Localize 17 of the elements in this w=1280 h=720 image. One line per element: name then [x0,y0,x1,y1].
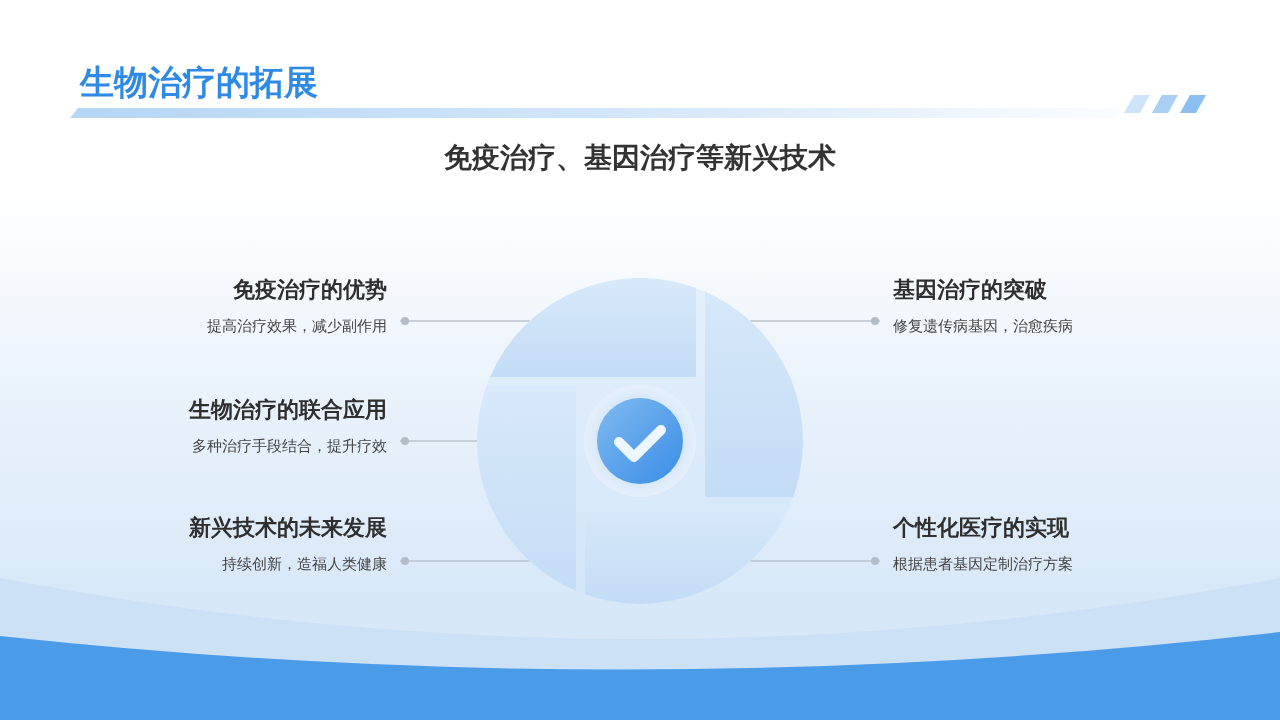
heading: 基因治疗的突破 [893,276,1047,304]
description-text: 多种治疗手段结合，提升疗效 [192,436,387,457]
heading: 新兴技术的未来发展 [189,514,387,542]
description-text: 提高治疗效果，减少副作用 [207,316,387,337]
description-text: 持续创新，造福人类健康 [222,554,387,575]
heading: 个性化医疗的实现 [893,514,1069,542]
leader-line [749,557,881,565]
description-text: 根据患者基因定制治疗方案 [893,554,1073,575]
heading: 免疫治疗的优势 [233,276,387,304]
leader-line [399,437,478,445]
description-text: 修复遗传病基因，治愈疾病 [893,316,1073,337]
leader-line [399,557,531,565]
leader-line [399,317,531,325]
heading: 生物治疗的联合应用 [189,396,387,424]
title: 生物治疗的拓展 [80,62,318,102]
subtitle: 免疫治疗、基因治疗等新兴技术 [444,140,836,176]
leader-line [749,317,881,325]
